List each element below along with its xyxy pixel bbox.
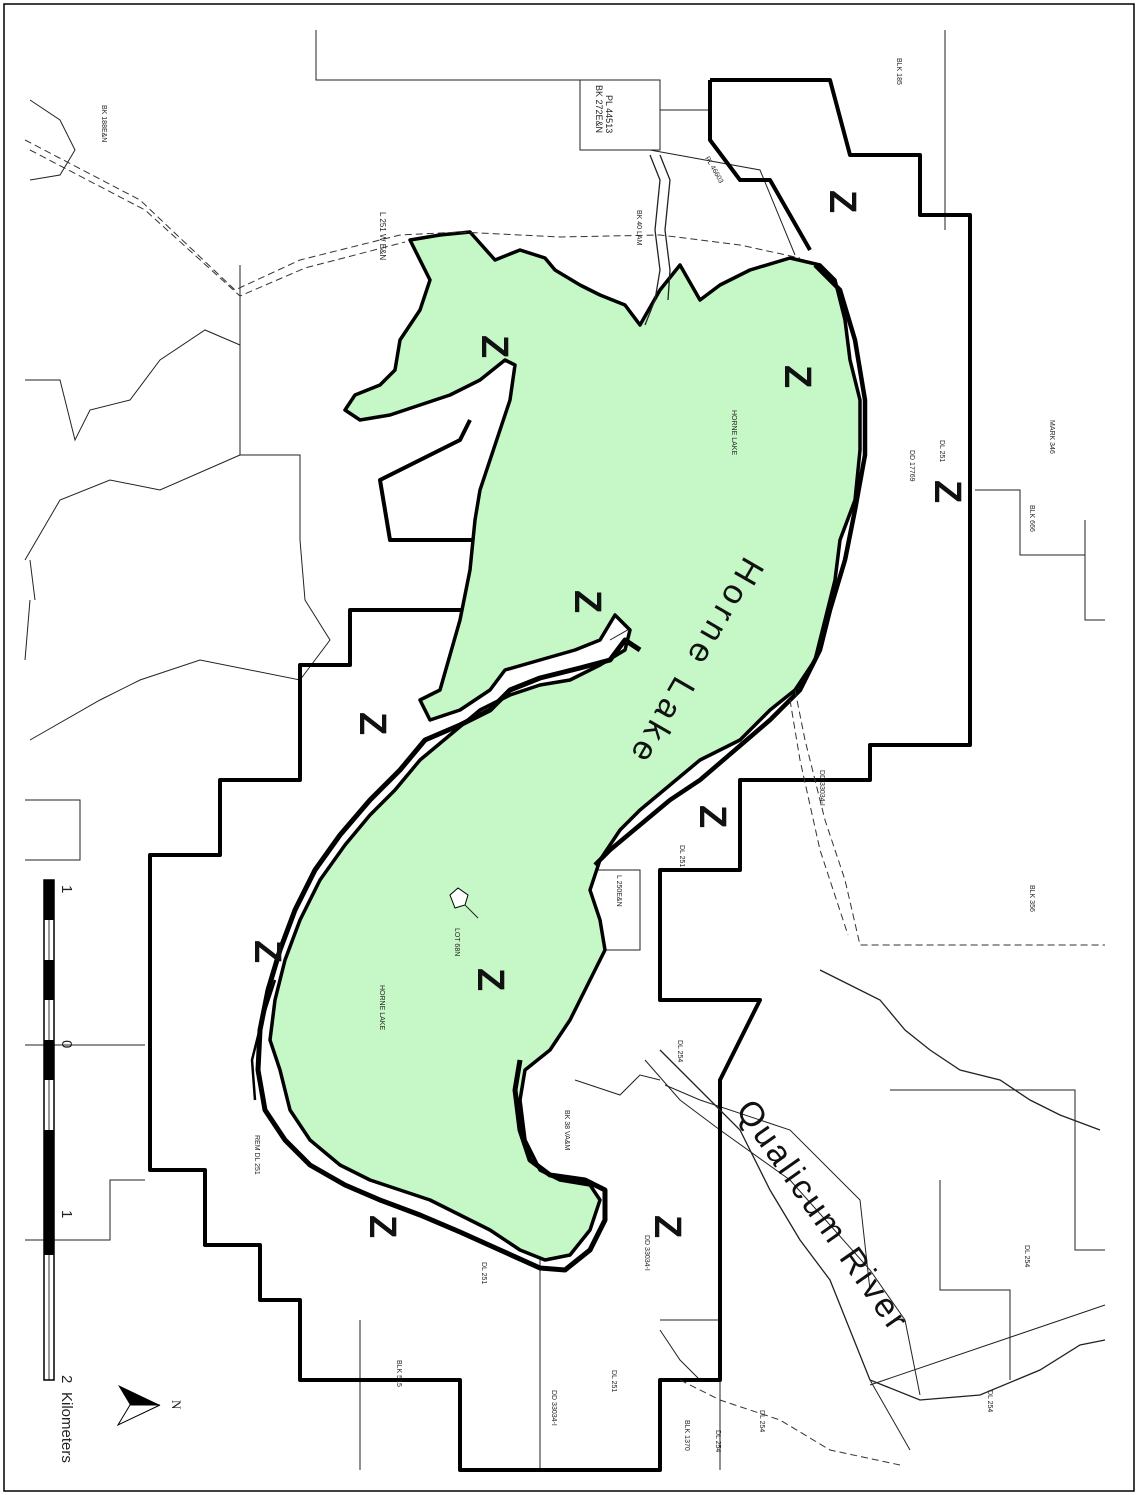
parcel-label: L 251 W E&N xyxy=(378,212,387,260)
scale-tick-label: 1 xyxy=(58,1210,75,1218)
zone-marker: Z xyxy=(926,480,968,503)
parcel-labels: BK 188E&N BK 272E&N PL 44513 BLK 185 PL … xyxy=(100,58,1055,1452)
parcel-label: MARK 346 xyxy=(1048,420,1055,454)
zoning-boundary-outer xyxy=(148,78,972,1472)
shoreline-buffer xyxy=(250,263,868,1273)
zone-marker: Z xyxy=(361,1215,403,1238)
parcel-label: DL 254 xyxy=(758,1410,765,1432)
zone-marker: Z xyxy=(821,190,863,213)
parcel-label: REM DL 251 xyxy=(253,1135,260,1175)
zone-marker: Z xyxy=(776,365,818,388)
zone-marker: Z xyxy=(351,712,393,735)
scale-tick-label: 1 xyxy=(58,885,75,893)
zone-marker: Z xyxy=(473,335,515,358)
parcel-label: BLK 515 xyxy=(395,1360,402,1387)
scale-tick-label: 0 xyxy=(58,1040,75,1048)
lake-label-small: HORNE LAKE xyxy=(378,985,385,1030)
scale-tick-label: 2 xyxy=(58,1375,75,1383)
parcel-label: BLK 1370 xyxy=(683,1420,690,1451)
island xyxy=(449,887,469,909)
parcel-label: BK 188E&N xyxy=(100,105,107,142)
north-label: N xyxy=(169,1400,184,1410)
parcel-label: L 250E&N xyxy=(615,875,622,907)
zone-marker: Z xyxy=(566,590,608,613)
roads xyxy=(24,139,1105,1466)
parcel-label: DL 254 xyxy=(1023,1245,1030,1267)
parcel-label: BLK 356 xyxy=(1028,885,1035,912)
parcel-label: DD 33034-I xyxy=(550,1390,557,1426)
parcel-label: DL 251 xyxy=(610,1370,617,1392)
parcel-label: BLK 666 xyxy=(1028,505,1035,532)
parcel-label: DL 251 xyxy=(480,1262,487,1284)
zone-marker: Z xyxy=(646,1215,688,1238)
parcel-label: PL 44513 xyxy=(604,95,614,133)
parcel-label: DL 254 xyxy=(986,1390,993,1412)
north-arrow: N xyxy=(116,1385,184,1427)
zone-markers: Z Z Z Z Z Z Z Z Z Z Z xyxy=(246,190,968,1238)
parcel-label: DD 17769 xyxy=(908,450,915,482)
parcel-label: LOT 68N xyxy=(453,928,460,956)
horne-lake-water xyxy=(268,230,862,1262)
rivers xyxy=(644,154,1106,1401)
parcel-label: DL 254 xyxy=(676,1040,683,1062)
parcel-label: BK 38 VA&M xyxy=(563,1110,570,1151)
river-name-label: Qualicum River xyxy=(728,1093,917,1340)
parcel-label: DL 251 xyxy=(678,845,685,867)
scale-bar: 1 0 1 2 Kilometers xyxy=(43,879,75,1463)
parcel-label: BK 40 LAM xyxy=(635,210,642,246)
parcel-label: DL 254 xyxy=(714,1430,721,1452)
zone-marker: Z xyxy=(469,968,511,991)
parcel-label: PL 46603 xyxy=(703,156,724,185)
map-frame xyxy=(3,3,1135,1492)
zone-marker: Z xyxy=(691,805,733,828)
parcel-label: DL 251 xyxy=(938,440,945,462)
zone-marker: Z xyxy=(246,940,288,963)
parcel-label: BLK 185 xyxy=(895,58,902,85)
parcel-label: DD 33034-I xyxy=(818,770,825,806)
scale-unit-label: Kilometers xyxy=(58,1392,75,1463)
parcel-label: DD 33034-I xyxy=(643,1235,650,1271)
parcel-label: BK 272E&N xyxy=(594,85,604,133)
lake-label-small: HORNE LAKE xyxy=(730,410,737,455)
